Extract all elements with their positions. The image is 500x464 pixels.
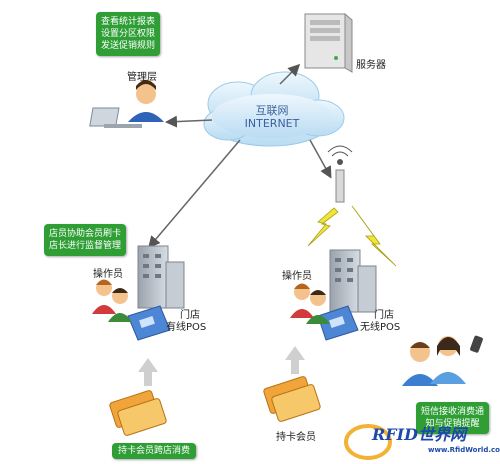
wired-operator-label: 操作员 [93,269,123,280]
management-bubble: 查看统计报表 设置分区权限 发送促销规则 [96,12,161,56]
wireless-pos-terminal-icon [317,305,359,341]
wired-store-label: 门店 [180,310,200,321]
sms-bubble-line: 短信接收消费通 [421,407,485,417]
cross-store-caption: 持卡会员跨店消费 [112,443,197,459]
wired-pos-label: 有线POS [166,322,207,333]
arrow-to-wired-pos [148,139,241,249]
cloud-label-en: INTERNET [244,117,300,130]
wireless-operators-icon [290,283,330,324]
arrow-to-antenna [309,139,332,179]
member-cards-left-icon [109,390,167,436]
watermark-url: www.RfidWorld.com.cn [428,446,500,454]
wireless-store-label: 门店 [374,310,394,321]
arrow-to-management [165,115,213,128]
server-icon [304,12,353,73]
wired-store-bubble-line: 店长进行监督管理 [49,241,122,251]
wired-store-icon [137,245,185,309]
cardholder-label: 持卡会员 [276,432,316,443]
up-arrow-right [285,346,305,374]
wired-store-bubble-line: 店员协助会员刷卡 [49,229,122,239]
management-label: 管理层 [127,72,157,83]
customers-with-phone-icon [402,335,483,386]
server-label: 服务器 [356,60,386,71]
internet-cloud [203,71,345,147]
manager-icon [89,80,164,128]
sms-bubble-line: 知与促销提醒 [425,419,480,429]
management-bubble-line: 发送促销规则 [101,41,156,51]
wired-store-bubble: 店员协助会员刷卡 店长进行监督管理 [44,224,127,256]
wireless-pos-label: 无线POS [360,322,401,333]
wireless-store-icon [329,249,377,313]
up-arrow-left [138,358,158,386]
wireless-operator-label: 操作员 [282,271,312,282]
cloud-label: 互联网 INTERNET [236,104,308,130]
rfid-logo-swoosh [344,424,392,460]
sms-bubble: 短信接收消费通 知与促销提醒 [416,402,490,434]
wireless-antenna-icon [327,145,353,203]
arrow-to-server [279,63,301,85]
cross-store-caption-text: 持卡会员跨店消费 [118,446,191,456]
wired-pos-terminal-icon [127,305,171,341]
management-bubble-line: 查看统计报表 [101,17,156,27]
wired-operators-icon [92,279,132,322]
watermark-logo: RFID世界网 [372,425,467,444]
bolt-right [351,205,397,267]
connection-arrows [148,63,332,249]
bolt-left [307,207,339,247]
card-swipe-arrows [138,346,305,386]
management-bubble-line: 设置分区权限 [101,29,156,39]
cloud-label-cn: 互联网 [255,104,289,117]
wireless-signal-bolts [307,205,397,267]
member-cards-right-icon [263,376,321,422]
